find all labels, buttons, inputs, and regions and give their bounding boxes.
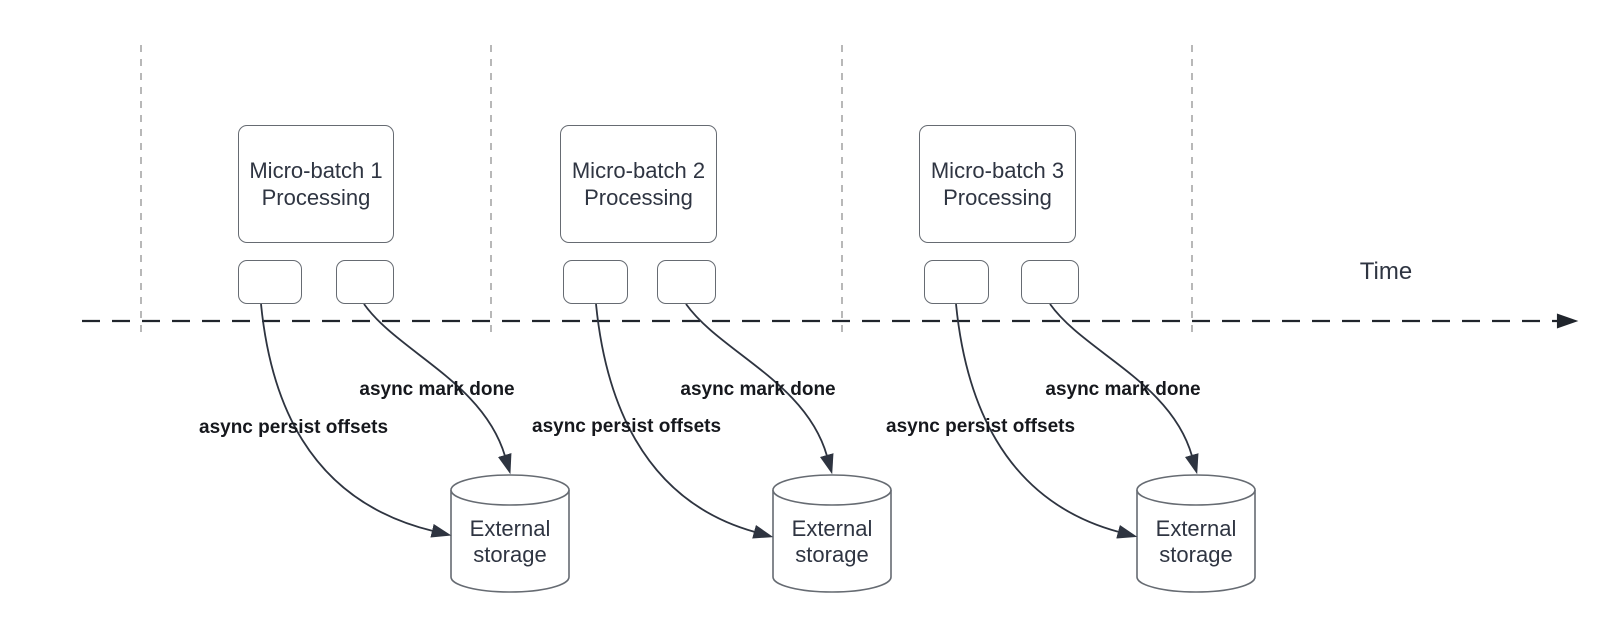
cylinder-top — [772, 474, 892, 506]
micro-batch-1-processing-label: Micro-batch 1 Processing — [249, 158, 383, 210]
micro-batch-2-processing-label: Micro-batch 2 Processing — [571, 158, 706, 210]
micro-batch-3-processing-label: Micro-batch 3 Processing — [930, 158, 1065, 210]
external-storage-label-3: External storage — [1155, 516, 1237, 567]
external-storage-cylinder-2 — [772, 474, 892, 593]
offsets-task-box-2 — [563, 260, 628, 304]
mark-done-arrow-1 — [363, 303, 512, 475]
mark-done-arrow-2 — [685, 303, 834, 475]
offsets-task-box-1 — [238, 260, 302, 304]
external-storage-cylinder-3 — [1136, 474, 1256, 593]
cylinder-body — [450, 490, 570, 593]
persist-offsets-arrow-1 — [260, 303, 452, 538]
micro-batch-2-processing-box: Micro-batch 2 Processing — [560, 125, 717, 243]
external-storage-label-2: External storage — [791, 516, 873, 567]
cylinder-top — [1136, 474, 1256, 506]
cylinder-body — [772, 490, 892, 593]
time-axis-label: Time — [1359, 258, 1413, 285]
persist-offsets-label-2: async persist offsets — [532, 416, 722, 437]
persist-offsets-label-3: async persist offsets — [886, 416, 1076, 437]
done-task-box-3 — [1021, 260, 1079, 304]
done-task-box-1 — [336, 260, 394, 304]
cylinder-body — [1136, 490, 1256, 593]
external-storage-cylinder-1 — [450, 474, 570, 593]
micro-batch-3-processing-box: Micro-batch 3 Processing — [919, 125, 1076, 243]
persist-offsets-arrow-2 — [595, 303, 774, 539]
cylinder-top — [450, 474, 570, 506]
persist-offsets-arrow-3 — [955, 303, 1138, 539]
external-storage-label-1: External storage — [469, 516, 551, 567]
done-task-box-2 — [657, 260, 716, 304]
mark-done-label-3: async mark done — [1045, 379, 1201, 400]
mark-done-label-1: async mark done — [359, 379, 515, 400]
persist-offsets-label-1: async persist offsets — [199, 417, 389, 438]
mark-done-arrow-3 — [1049, 303, 1199, 475]
mark-done-label-2: async mark done — [680, 379, 836, 400]
offsets-task-box-3 — [924, 260, 989, 304]
micro-batch-1-processing-box: Micro-batch 1 Processing — [238, 125, 394, 243]
